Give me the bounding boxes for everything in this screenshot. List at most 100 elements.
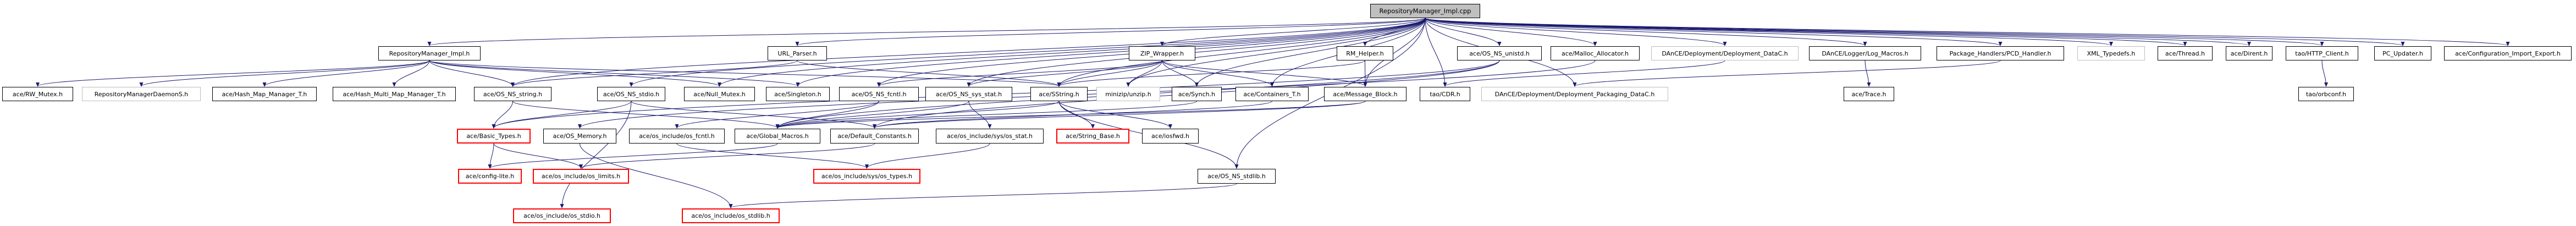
graph-node-http_client[interactable]: tao/HTTP_Client.h [2286, 46, 2358, 60]
edge-r-to-http_client [1425, 18, 2324, 46]
graph-node-pkg_datac: DAnCE/Deployment/Deployment_Packaging_Da… [1481, 87, 1668, 101]
graph-node-depl_datac: DAnCE/Deployment/Deployment_DataC.h [1651, 46, 1799, 60]
edge-basic_types-to-config_lite [488, 143, 494, 169]
edge-zip_wrapper-to-os_ns_fcntl [877, 60, 1162, 87]
graph-node-rmd_s: RepositoryManagerDaemonS.h [82, 87, 201, 101]
edge-r-to-os_ns_stdio [629, 18, 1426, 87]
graph-node-synch[interactable]: ace/Synch.h [1172, 87, 1222, 101]
edge-r-to-xml_typedefs [1425, 18, 2113, 46]
graph-node-inc_fcntl[interactable]: ace/os_include/os_fcntl.h [629, 129, 725, 144]
graph-node-xml_typedefs: XML_Typedefs.h [2077, 46, 2145, 60]
edge-r-to-null_mutex [718, 18, 1426, 87]
graph-node-msg_block[interactable]: ace/Message_Block.h [1324, 87, 1406, 101]
edge-os_ns_stdio-to-basic_types [492, 101, 632, 129]
graph-node-rw_mutex[interactable]: ace/RW_Mutex.h [2, 87, 73, 101]
edge-r-to-dirent [1425, 18, 2251, 46]
edge-os_ns_sys_stat-to-global_macros [775, 101, 969, 129]
graph-node-hash_map[interactable]: ace/Hash_Map_Manager_T.h [212, 87, 317, 101]
edge-rmi_h-to-rmd_s [139, 60, 430, 87]
graph-node-inc_sys_types[interactable]: ace/os_include/sys/os_types.h [813, 169, 920, 184]
edge-r-to-pc_updater [1425, 18, 2404, 46]
graph-node-containers[interactable]: ace/Containers_T.h [1235, 87, 1309, 101]
edge-log_macros-to-trace [1865, 60, 1871, 87]
edge-r-to-log_macros [1425, 18, 1867, 46]
edge-synch-to-global_macros [775, 101, 1197, 129]
edge-r-to-malloc_alloc [1425, 18, 1597, 46]
graph-node-os_memory[interactable]: ace/OS_Memory.h [543, 129, 616, 144]
graph-node-pc_updater[interactable]: PC_Updater.h [2374, 46, 2431, 60]
graph-node-orbconf[interactable]: tao/orbconf.h [2298, 87, 2354, 101]
graph-node-log_macros[interactable]: DAnCE/Logger/Log_Macros.h [1809, 46, 1921, 60]
graph-node-zip_wrapper[interactable]: ZIP_Wrapper.h [1129, 46, 1195, 60]
edge-pcd_handler-to-pkg_datac [1573, 60, 2001, 87]
graph-node-thread[interactable]: ace/Thread.h [2158, 46, 2213, 60]
edge-rmi_h-to-singleton [429, 60, 800, 87]
graph-node-null_mutex[interactable]: ace/Null_Mutex.h [684, 87, 755, 101]
graph-node-os_ns_string[interactable]: ace/OS_NS_string.h [474, 87, 551, 101]
graph-node-os_ns_fcntl[interactable]: ace/OS_NS_fcntl.h [839, 87, 919, 101]
edge-os_ns_fcntl-to-global_macros [775, 101, 879, 129]
graph-node-cdr[interactable]: tao/CDR.h [1420, 87, 1470, 101]
edge-rm_helper-to-msg_block [1363, 60, 1367, 87]
edge-basic_types-to-inc_limits [493, 143, 583, 169]
edge-r-to-config_ie [1425, 18, 2509, 46]
edge-r-to-os_ns_sys_stat [967, 18, 1426, 87]
edge-global_macros-to-config_lite [488, 143, 778, 169]
edge-rmi_h-to-null_mutex [429, 60, 721, 87]
graph-node-os_ns_stdlib[interactable]: ace/OS_NS_stdlib.h [1198, 169, 1276, 184]
edge-os_ns_stdio-to-inc_stdio [560, 101, 632, 208]
graph-root-node-r: RepositoryManager_Impl.cpp [1370, 4, 1480, 18]
graph-node-hash_mmap[interactable]: ace/Hash_Multi_Map_Manager_T.h [333, 87, 456, 101]
edge-r-to-zip_wrapper [1160, 18, 1426, 46]
graph-node-rmi_h[interactable]: RepositoryManager_Impl.h [378, 46, 481, 60]
graph-node-config_lite[interactable]: ace/config-lite.h [458, 169, 522, 184]
graph-node-trace[interactable]: ace/Trace.h [1844, 87, 1894, 101]
graph-node-inc_stdio[interactable]: ace/os_include/os_stdio.h [513, 208, 611, 223]
edge-url_parser-to-os_ns_string [511, 60, 798, 87]
edge-zip_wrapper-to-synch [1162, 60, 1199, 87]
graph-node-os_ns_stdio[interactable]: ace/OS_NS_stdio.h [597, 87, 665, 101]
edge-os_ns_fcntl-to-inc_fcntl [675, 101, 879, 129]
edge-default_consts-to-inc_limits [579, 143, 875, 169]
graph-node-inc_sys_stat[interactable]: ace/os_include/sys/os_stat.h [936, 129, 1044, 144]
edge-inc_sys_stat-to-inc_sys_types [865, 143, 990, 169]
graph-node-iosfwd[interactable]: ace/iosfwd.h [1142, 129, 1199, 144]
graph-node-pcd_handler[interactable]: Package_Handlers/PCD_Handler.h [1937, 46, 2064, 60]
edge-containers-to-default_consts [873, 101, 1272, 129]
graph-node-dirent[interactable]: ace/Dirent.h [2226, 46, 2272, 60]
edge-rmi_h-to-os_ns_string [429, 60, 515, 87]
edge-rm_helper-to-sstring [1057, 60, 1365, 87]
graph-node-os_ns_sys_stat[interactable]: ace/OS_NS_sys_stat.h [925, 87, 1012, 101]
edge-url_parser-to-sstring [797, 60, 1061, 87]
graph-node-inc_limits[interactable]: ace/os_include/os_limits.h [533, 169, 629, 184]
edge-os_ns_sys_stat-to-inc_sys_stat [968, 101, 992, 129]
graph-node-global_macros[interactable]: ace/Global_Macros.h [735, 129, 820, 144]
edge-r-to-sstring [1057, 18, 1426, 87]
graph-node-config_ie[interactable]: ace/Configuration_Import_Export.h [2444, 46, 2572, 60]
graph-node-inc_stdlib[interactable]: ace/os_include/os_stdlib.h [682, 208, 780, 223]
edge-msg_block-to-default_consts [873, 101, 1366, 129]
graph-node-sstring[interactable]: ace/SString.h [1030, 87, 1088, 101]
graph-node-unzip: minizip/unzip.h [1096, 87, 1160, 101]
edge-os_memory-to-inc_stdlib [580, 143, 733, 208]
graph-node-malloc_alloc[interactable]: ace/Malloc_Allocator.h [1551, 46, 1640, 60]
edge-os_ns_stdlib-to-inc_stdlib [729, 183, 1237, 208]
edge-r-to-synch [1195, 18, 1426, 87]
edge-r-to-thread [1425, 18, 2187, 46]
edge-rmi_h-to-sstring [429, 60, 1061, 87]
edge-inc_fcntl-to-inc_sys_types [676, 143, 869, 169]
graph-node-rm_helper[interactable]: RM_Helper.h [1337, 46, 1393, 60]
graph-node-string_base[interactable]: ace/String_Base.h [1056, 129, 1129, 144]
graph-node-basic_types[interactable]: ace/Basic_Types.h [457, 129, 531, 144]
edge-r-to-pcd_handler [1425, 18, 2003, 46]
edge-r-to-rmi_h [428, 18, 1426, 46]
edge-r-to-singleton [796, 18, 1426, 87]
edge-r-to-depl_datac [1425, 18, 1727, 46]
edge-os_ns_string-to-basic_types [492, 101, 513, 129]
graph-node-singleton[interactable]: ace/Singleton.h [766, 87, 830, 101]
graph-node-os_ns_unistd[interactable]: ace/OS_NS_unistd.h [1457, 46, 1542, 60]
edge-zip_wrapper-to-os_ns_sys_stat [967, 60, 1162, 87]
graph-node-url_parser[interactable]: URL_Parser.h [768, 46, 827, 60]
graph-node-default_consts[interactable]: ace/Default_Constants.h [830, 129, 919, 144]
